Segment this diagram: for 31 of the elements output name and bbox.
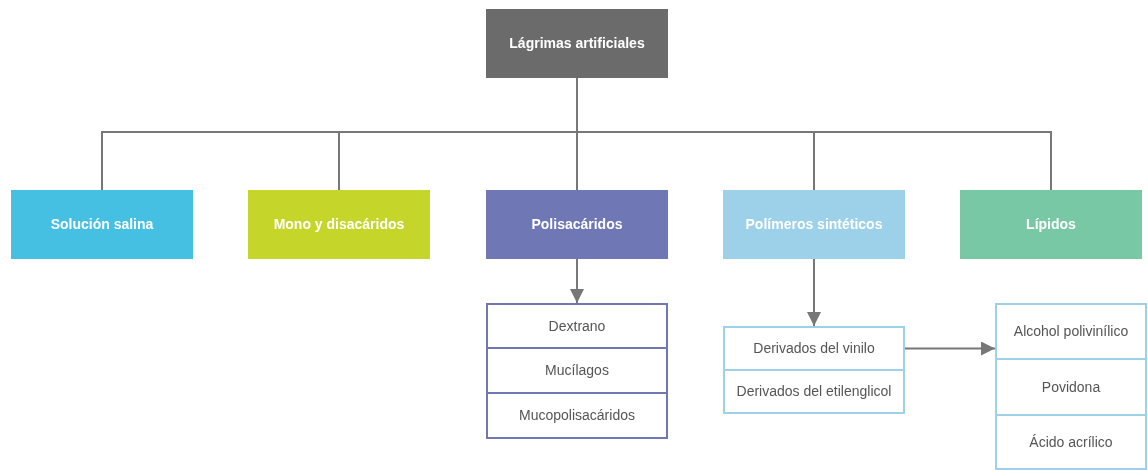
category-box	[248, 190, 430, 259]
list-item-box	[995, 414, 1147, 470]
node-label: Lípidos	[1025, 215, 1077, 234]
node-label: Alcohol polivinílico	[1012, 322, 1130, 341]
node-label: Polímeros sintéticos	[744, 215, 884, 234]
list-item-box	[995, 358, 1147, 416]
category-box	[723, 190, 905, 259]
node-label: Derivados del etilenglicol	[735, 382, 893, 401]
node-label: Dextrano	[547, 316, 607, 336]
category-box	[11, 190, 193, 259]
node-label: Mono y disacáridos	[272, 215, 406, 234]
list-item-box	[995, 303, 1147, 360]
node-label: Solución salina	[49, 215, 155, 234]
list-item-box	[486, 347, 668, 394]
node-label: Mucílagos	[544, 361, 610, 380]
list-item-box	[723, 326, 905, 371]
arrow	[904, 341, 996, 356]
arrow	[807, 258, 821, 327]
category-box	[486, 9, 668, 78]
node-label: Derivados del vinilo	[752, 339, 876, 358]
node-label: Polisacáridos	[530, 215, 624, 234]
list-item-box	[486, 303, 668, 349]
list-item-box	[486, 392, 668, 439]
node-label: Ácido acrílico	[1028, 432, 1114, 452]
node-label: Povidona	[1040, 377, 1102, 397]
category-box	[486, 190, 668, 259]
list-item-box	[723, 369, 905, 414]
node-label: Lágrimas artificiales	[508, 34, 646, 53]
node-label: Mucopolisacáridos	[518, 406, 636, 425]
category-box	[960, 190, 1142, 259]
arrow	[570, 258, 584, 304]
